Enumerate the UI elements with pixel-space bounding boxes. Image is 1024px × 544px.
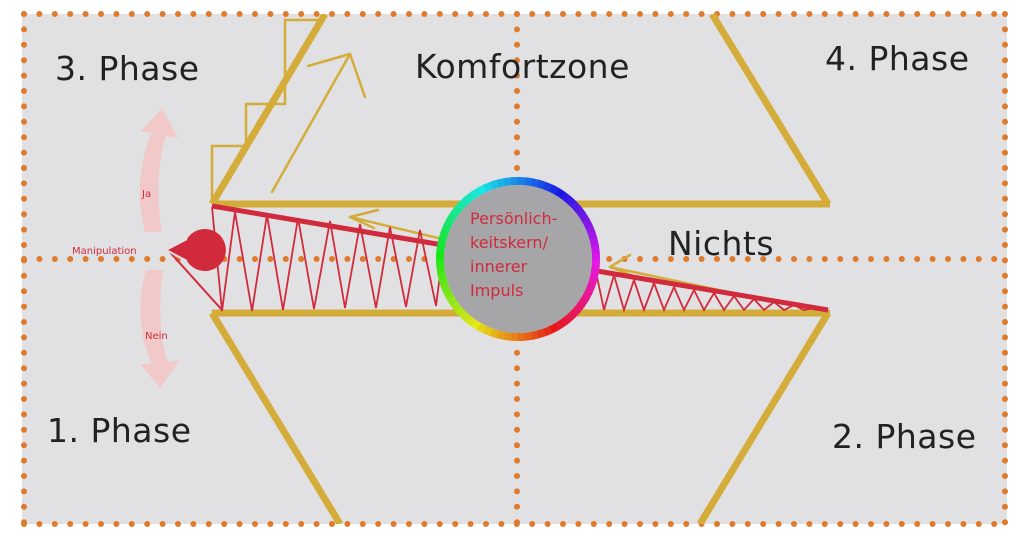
no-label: Nein <box>145 331 168 342</box>
phase-3-label: 3. Phase <box>55 49 200 88</box>
phase-4-label: 4. Phase <box>825 39 970 78</box>
core-label-line-2: keitskern/ <box>470 233 549 252</box>
nothing-label: Nichts <box>668 224 774 263</box>
core-label-line-1: Persönlich- <box>470 209 557 228</box>
core-label-line-3: innerer <box>470 257 528 276</box>
phase-1-label: 1. Phase <box>47 411 192 450</box>
core-label-line-4: Impuls <box>470 281 523 300</box>
yes-label: Ja <box>141 189 151 200</box>
comfort-zone-label: Komfortzone <box>415 47 630 86</box>
manipulation-label: Manipulation <box>72 246 137 257</box>
phase-2-label: 2. Phase <box>832 417 977 456</box>
